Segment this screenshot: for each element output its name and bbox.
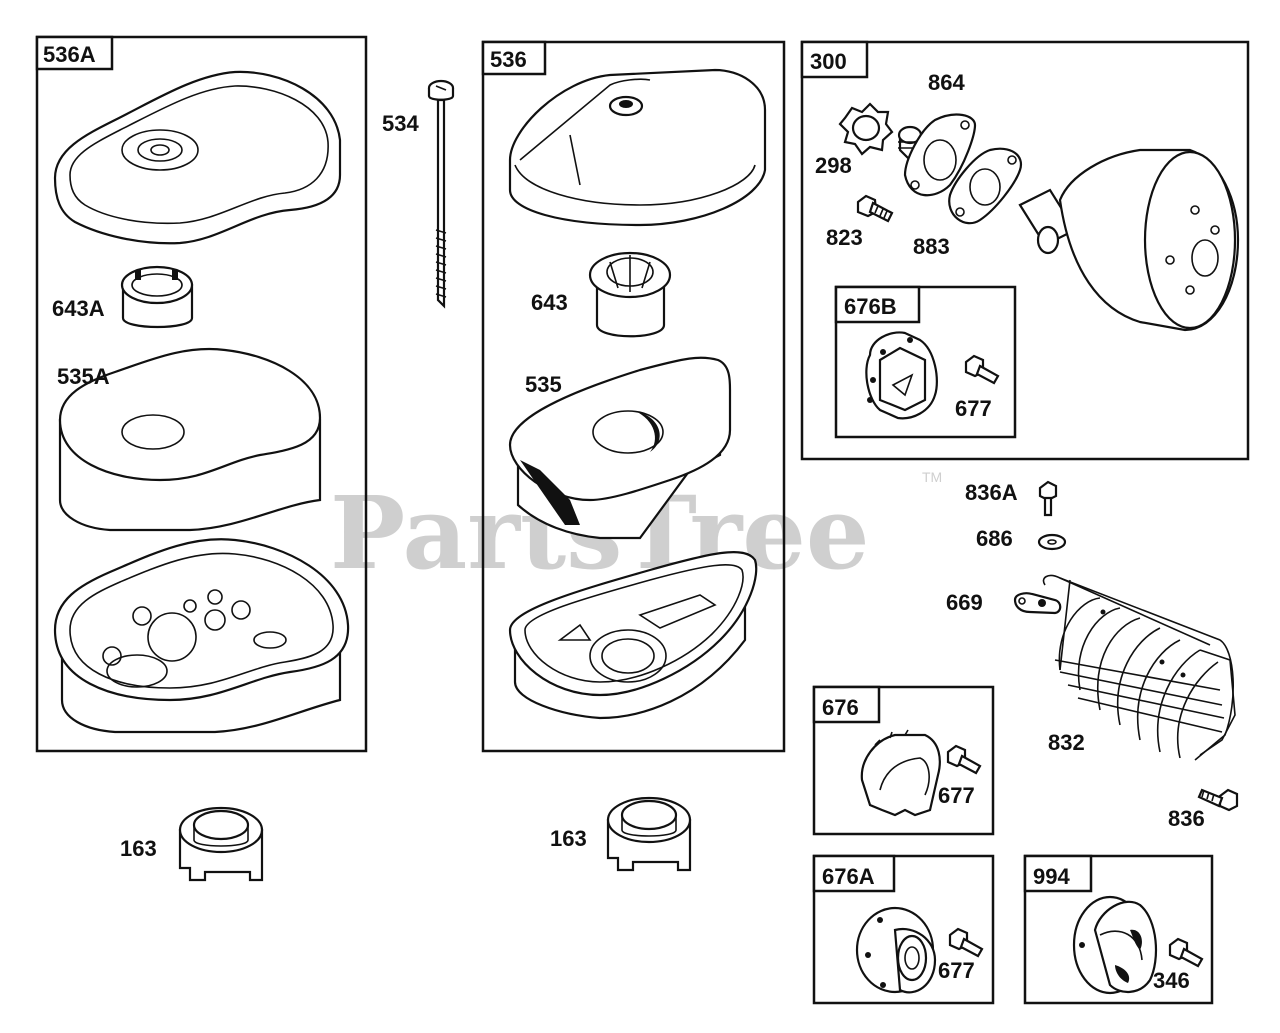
- frame-536A: [35, 35, 368, 753]
- screw-677-a: [964, 354, 1000, 385]
- tag-box-536: [481, 40, 547, 76]
- label-832: 832: [1048, 730, 1085, 755]
- filter-element-535: [508, 356, 732, 540]
- tag-box-676A: [812, 854, 896, 893]
- tag-300: 300: [810, 49, 847, 74]
- air-cleaner-base-536A: [53, 538, 350, 734]
- adapter-163-middle: [606, 796, 692, 872]
- group-300: 300 298 864 823: [800, 40, 1250, 461]
- label-298: 298: [815, 153, 852, 178]
- frame-676: [812, 685, 995, 836]
- tag-676: 676: [822, 695, 859, 720]
- label-677-a: 677: [955, 396, 992, 421]
- group-994: 994 346: [1023, 854, 1214, 1005]
- label-686: 686: [976, 526, 1013, 551]
- label-535: 535: [525, 372, 562, 397]
- label-669: 669: [946, 590, 983, 615]
- air-cleaner-cover-536: [508, 68, 767, 227]
- frame-994: [1023, 854, 1214, 1005]
- deflector-676: [860, 729, 941, 817]
- air-cleaner-base-536: [508, 550, 758, 720]
- label-883: 883: [913, 234, 950, 259]
- tag-box-994: [1023, 854, 1093, 893]
- label-534: 534: [382, 111, 419, 136]
- spacer-643: [588, 251, 672, 338]
- label-535A: 535A: [57, 364, 110, 389]
- filter-element-535A: [58, 348, 322, 532]
- tag-536: 536: [490, 47, 527, 72]
- bolt-836: [1197, 788, 1239, 812]
- washer-686: [1037, 533, 1067, 551]
- label-677-c: 677: [938, 958, 975, 983]
- frame-676A: [812, 854, 995, 1005]
- screw-677-b: [946, 744, 982, 775]
- tag-676A: 676A: [822, 864, 875, 889]
- label-643A: 643A: [52, 296, 105, 321]
- muffler-guard-832: [1042, 574, 1236, 761]
- tag-536A: 536A: [43, 42, 96, 67]
- screw-346: [1168, 937, 1204, 968]
- label-643: 643: [531, 290, 568, 315]
- label-836A: 836A: [965, 480, 1018, 505]
- group-676A: 676A 677: [812, 854, 995, 1005]
- stud-534: [427, 79, 455, 309]
- label-346: 346: [1153, 968, 1190, 993]
- label-864: 864: [928, 70, 965, 95]
- bracket-669: [1013, 592, 1062, 615]
- air-cleaner-cover-536A: [53, 70, 342, 245]
- spacer-643A: [120, 265, 194, 329]
- spark-arrester-994: [1072, 895, 1158, 995]
- gasket-883: [948, 147, 1023, 225]
- flange-864: [897, 113, 977, 197]
- frame-536: [481, 40, 786, 753]
- tag-676B: 676B: [844, 294, 897, 319]
- group-536: 536 643 535: [481, 40, 786, 753]
- tag-box-300: [800, 40, 869, 79]
- adapter-163-left: [178, 806, 264, 882]
- watermark-tm: TM: [922, 469, 942, 485]
- tag-box-676: [812, 685, 881, 724]
- bolt-836A: [1038, 480, 1058, 517]
- deflector-676A: [855, 906, 937, 994]
- label-677-b: 677: [938, 783, 975, 808]
- tag-box-536A: [35, 35, 114, 71]
- lock-washer-298: [838, 102, 894, 156]
- frame-300: [800, 40, 1250, 461]
- deflector-676B: [865, 331, 938, 420]
- muffler-300: [1018, 148, 1240, 332]
- label-836: 836: [1168, 806, 1205, 831]
- frame-676B: [834, 285, 1017, 439]
- label-823: 823: [826, 225, 863, 250]
- bolt-823: [856, 194, 894, 223]
- label-163-left: 163: [120, 836, 157, 861]
- group-536A: 536A 643A 535A: [35, 35, 368, 753]
- tag-box-676B: [834, 285, 921, 324]
- group-676: 676 677: [812, 685, 995, 836]
- label-163-middle: 163: [550, 826, 587, 851]
- screw-677-c: [948, 927, 984, 958]
- tag-994: 994: [1033, 864, 1070, 889]
